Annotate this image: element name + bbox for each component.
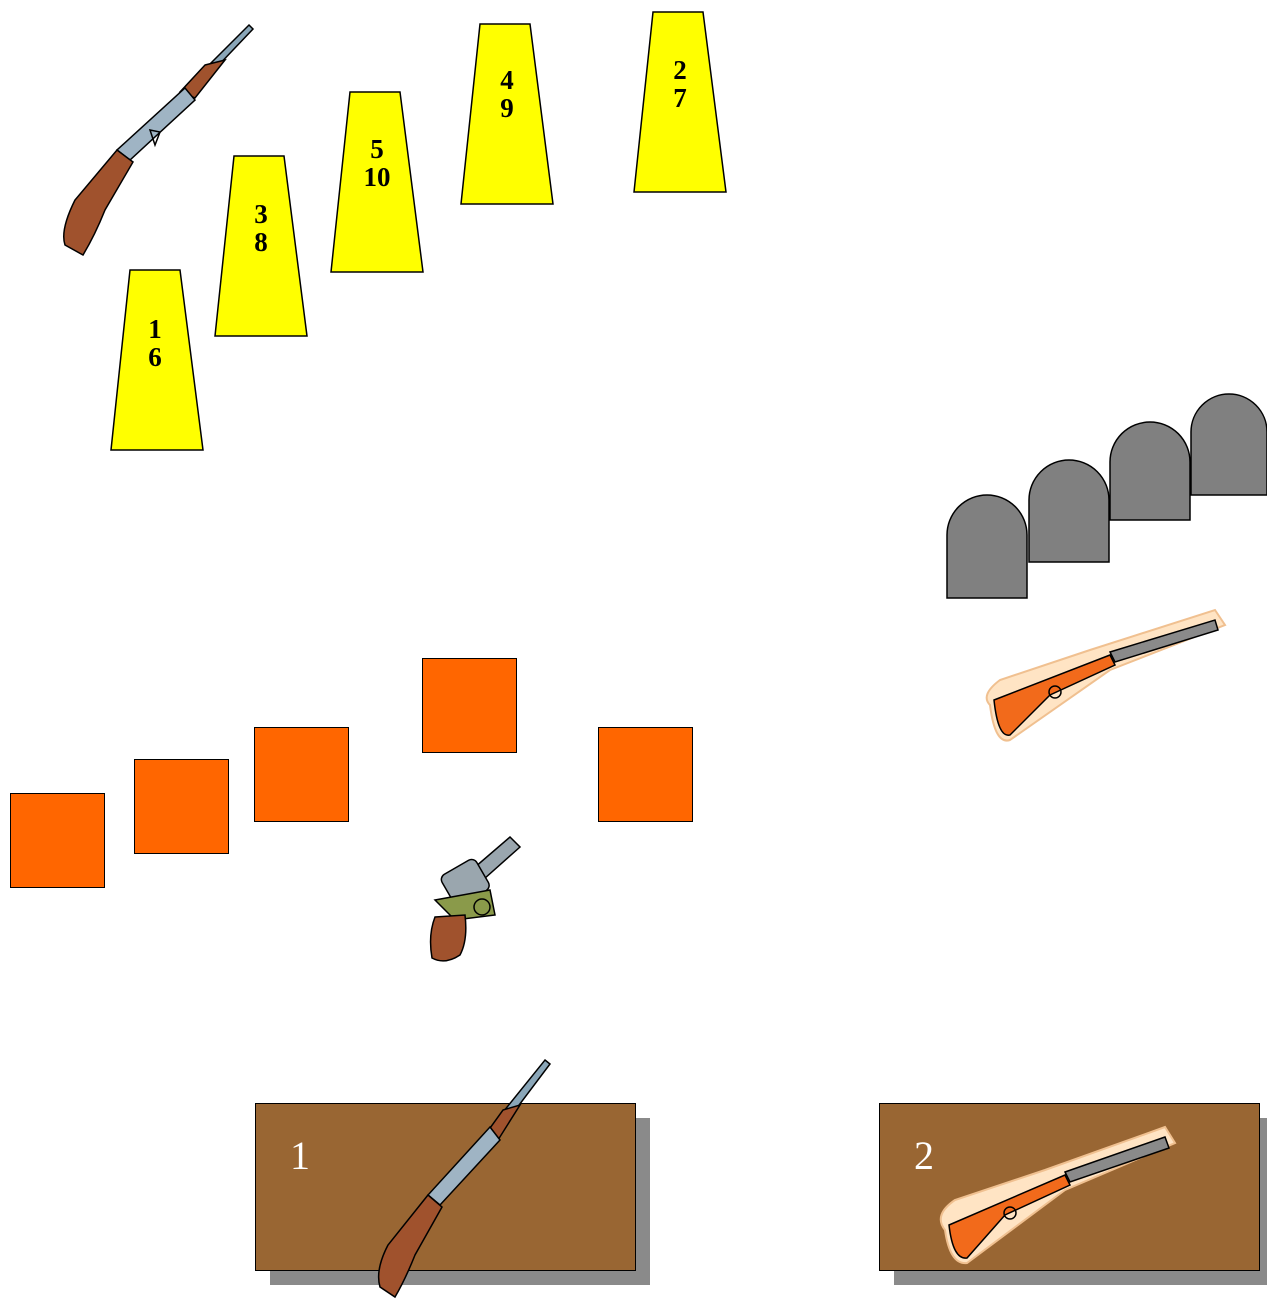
cone-number-bottom: 7 <box>630 84 730 112</box>
orange-target <box>10 793 105 888</box>
station-label-1: 1 <box>290 1132 310 1179</box>
cone-number-bottom: 9 <box>457 94 557 122</box>
orange-target <box>254 727 349 822</box>
cone-number-top: 2 <box>630 56 730 84</box>
cone-label-4-9: 4 9 <box>457 66 557 122</box>
cone-number-bottom: 6 <box>105 343 205 371</box>
cone-number-top: 1 <box>105 315 205 343</box>
cone-label-5-10: 5 10 <box>327 135 427 191</box>
cone-number-top: 3 <box>211 200 311 228</box>
tombstone-group <box>945 392 1267 600</box>
orange-target <box>598 727 693 822</box>
shotgun-icon <box>925 1115 1180 1270</box>
revolver-icon <box>420 825 525 965</box>
cone-label-2-7: 2 7 <box>630 56 730 112</box>
orange-target <box>134 759 229 854</box>
cone-label-3-8: 3 8 <box>211 200 311 256</box>
cone-number-bottom: 8 <box>211 228 311 256</box>
cone-number-bottom: 10 <box>327 163 427 191</box>
shotgun-icon <box>970 600 1230 750</box>
orange-target <box>422 658 517 753</box>
cone-number-top: 5 <box>327 135 427 163</box>
rifle-icon <box>370 1055 565 1300</box>
cone-label-1-6: 1 6 <box>105 315 205 371</box>
cone-number-top: 4 <box>457 66 557 94</box>
